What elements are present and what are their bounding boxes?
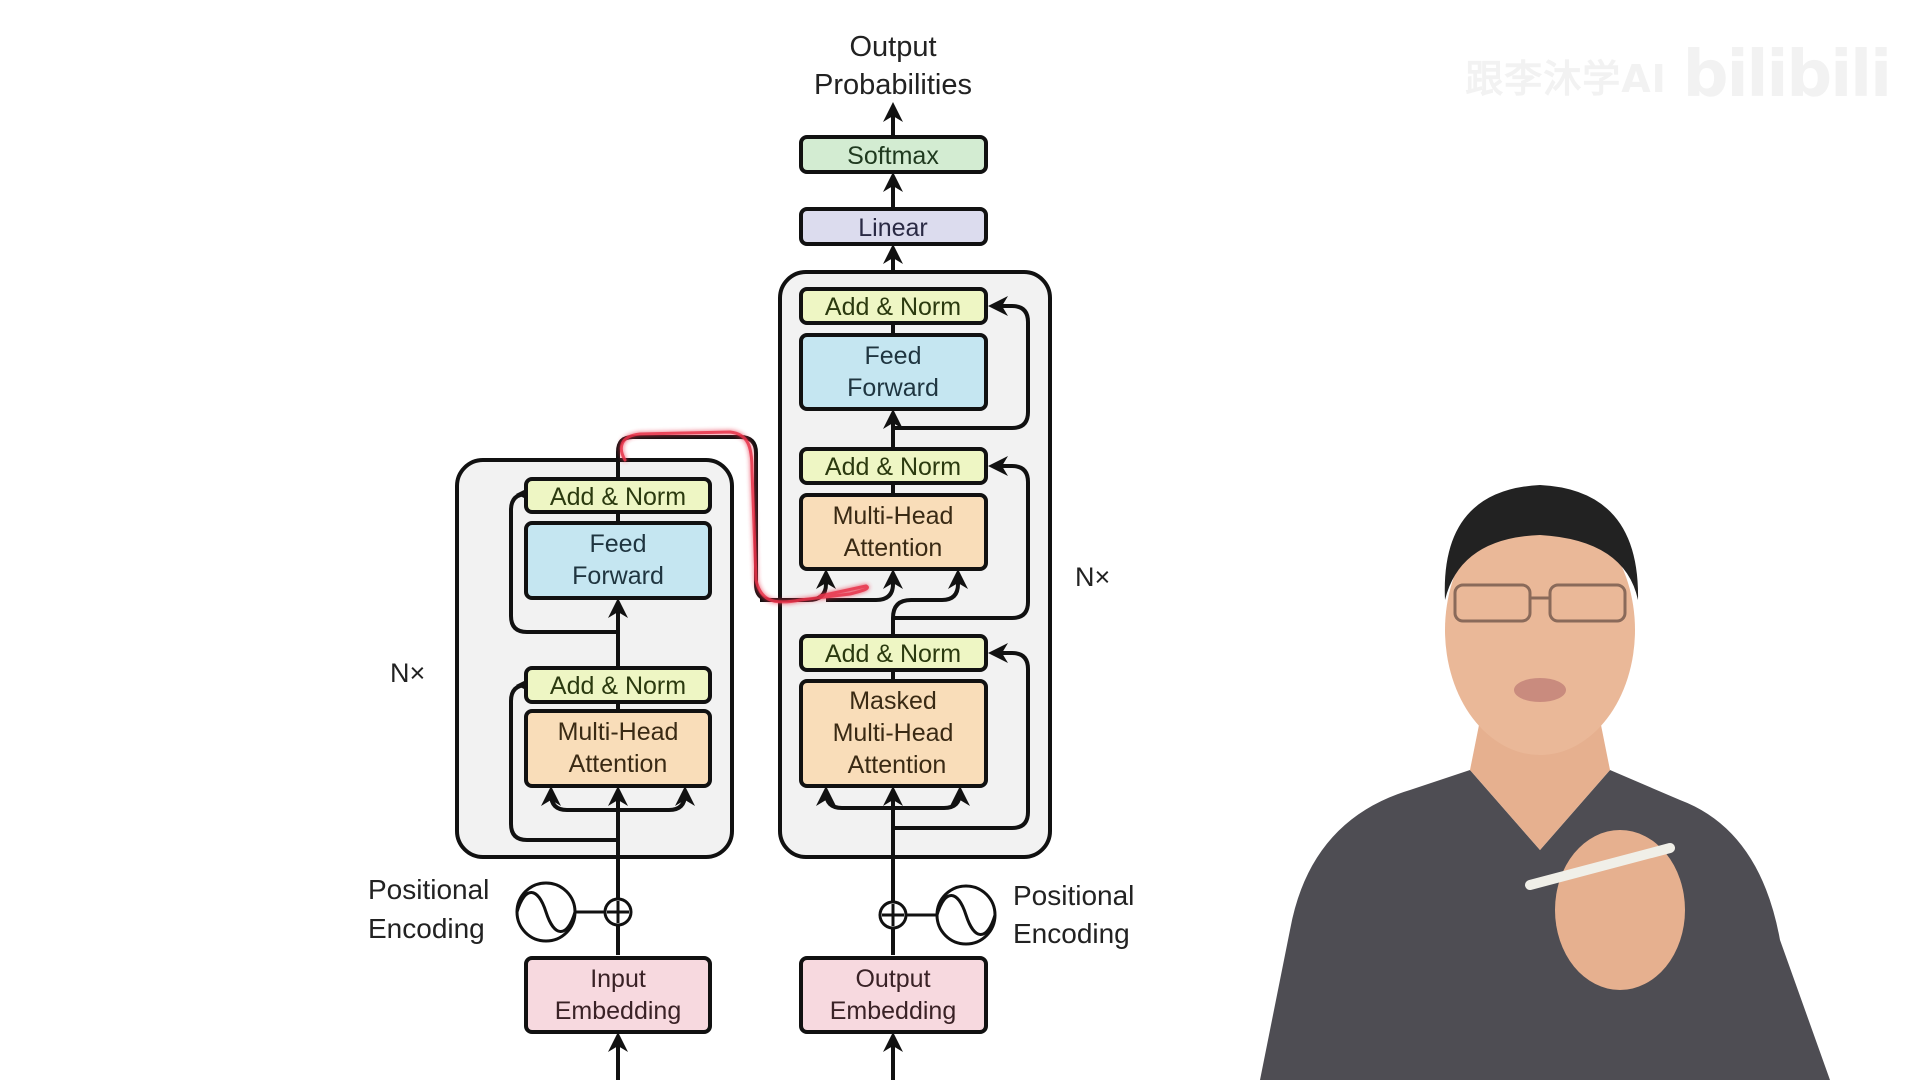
decoder-feed-forward [799, 333, 988, 411]
stylus-pen [1525, 843, 1675, 890]
video-watermark: 跟李沐学AI bilibili [1465, 38, 1892, 112]
decoder-add-norm-bottom [799, 634, 988, 672]
encoder-pe-label-2: Encoding [368, 913, 485, 944]
encoder-ff-label-2: Forward [572, 562, 664, 590]
decoder-add-norm-top [799, 287, 988, 325]
encoder-residual-mha [509, 675, 618, 842]
red-annotation-stroke [619, 430, 869, 604]
encoder-mha-label-2: Attention [569, 750, 668, 778]
decoder-add-norm-mid-label: Add & Norm [825, 453, 961, 481]
decoder-mha-label-2: Attention [844, 534, 943, 562]
encoder-add-norm-bottom-label: Add & Norm [550, 672, 686, 700]
decoder-pe-label-1: Positional [1013, 880, 1134, 911]
decoder-masked-attention [799, 679, 988, 788]
output-embedding-label-1: Output [855, 965, 930, 993]
encoder-repeat-label: N× [390, 658, 425, 688]
encoder-pe-label-1: Positional [368, 874, 489, 905]
encoder-feed-forward [524, 521, 712, 600]
output-probabilities-label-2: Probabilities [814, 69, 972, 101]
masked-label-2: Multi-Head [833, 719, 954, 747]
decoder-add-norm-top-label: Add & Norm [825, 293, 961, 321]
presenter-shirt [1260, 770, 1830, 1080]
presenter-face [1445, 505, 1635, 755]
encoder-add-norm-bottom [524, 666, 712, 704]
output-embedding-label-2: Embedding [830, 997, 956, 1025]
decoder-cross-attention [799, 493, 988, 571]
decoder-add-norm-mid [799, 447, 988, 485]
decoder-residual-ff [893, 296, 1030, 430]
softmax-label: Softmax [847, 142, 939, 170]
arrow-value-cross-attn [826, 569, 903, 602]
bilibili-logo: bilibili [1682, 38, 1892, 112]
decoder-repeat-label: N× [1075, 562, 1110, 592]
decoder-residual-masked [893, 643, 1030, 830]
encoder-mha-label-1: Multi-Head [558, 718, 679, 746]
encoder-attention [524, 709, 712, 788]
presenter-glasses [1453, 583, 1532, 623]
linear-label: Linear [858, 214, 928, 242]
decoder-residual-mha [893, 456, 1030, 620]
encoder-add-norm-top [524, 477, 712, 514]
output-probabilities-label: Output [849, 31, 936, 63]
channel-watermark: 跟李沐学AI [1465, 56, 1667, 101]
masked-label-3: Attention [848, 751, 947, 779]
encoder-residual-ff [509, 484, 618, 634]
encoder-output-connection [616, 435, 790, 602]
input-embedding-label-2: Embedding [555, 997, 681, 1025]
input-embedding-label-1: Input [590, 965, 646, 993]
arrow-query-cross-attn [891, 569, 968, 635]
presenter-video [1260, 485, 1830, 1080]
decoder-ff-label-1: Feed [865, 342, 922, 370]
masked-label-1: Masked [849, 687, 937, 715]
encoder-add-norm-top-label: Add & Norm [550, 483, 686, 511]
decoder-pe-label-2: Encoding [1013, 918, 1130, 949]
encoder-block [455, 458, 734, 859]
decoder-add-norm-bottom-label: Add & Norm [825, 640, 961, 668]
decoder-ff-label-2: Forward [847, 374, 939, 402]
decoder-mha-label-1: Multi-Head [833, 502, 954, 530]
encoder-ff-label-1: Feed [590, 530, 647, 558]
